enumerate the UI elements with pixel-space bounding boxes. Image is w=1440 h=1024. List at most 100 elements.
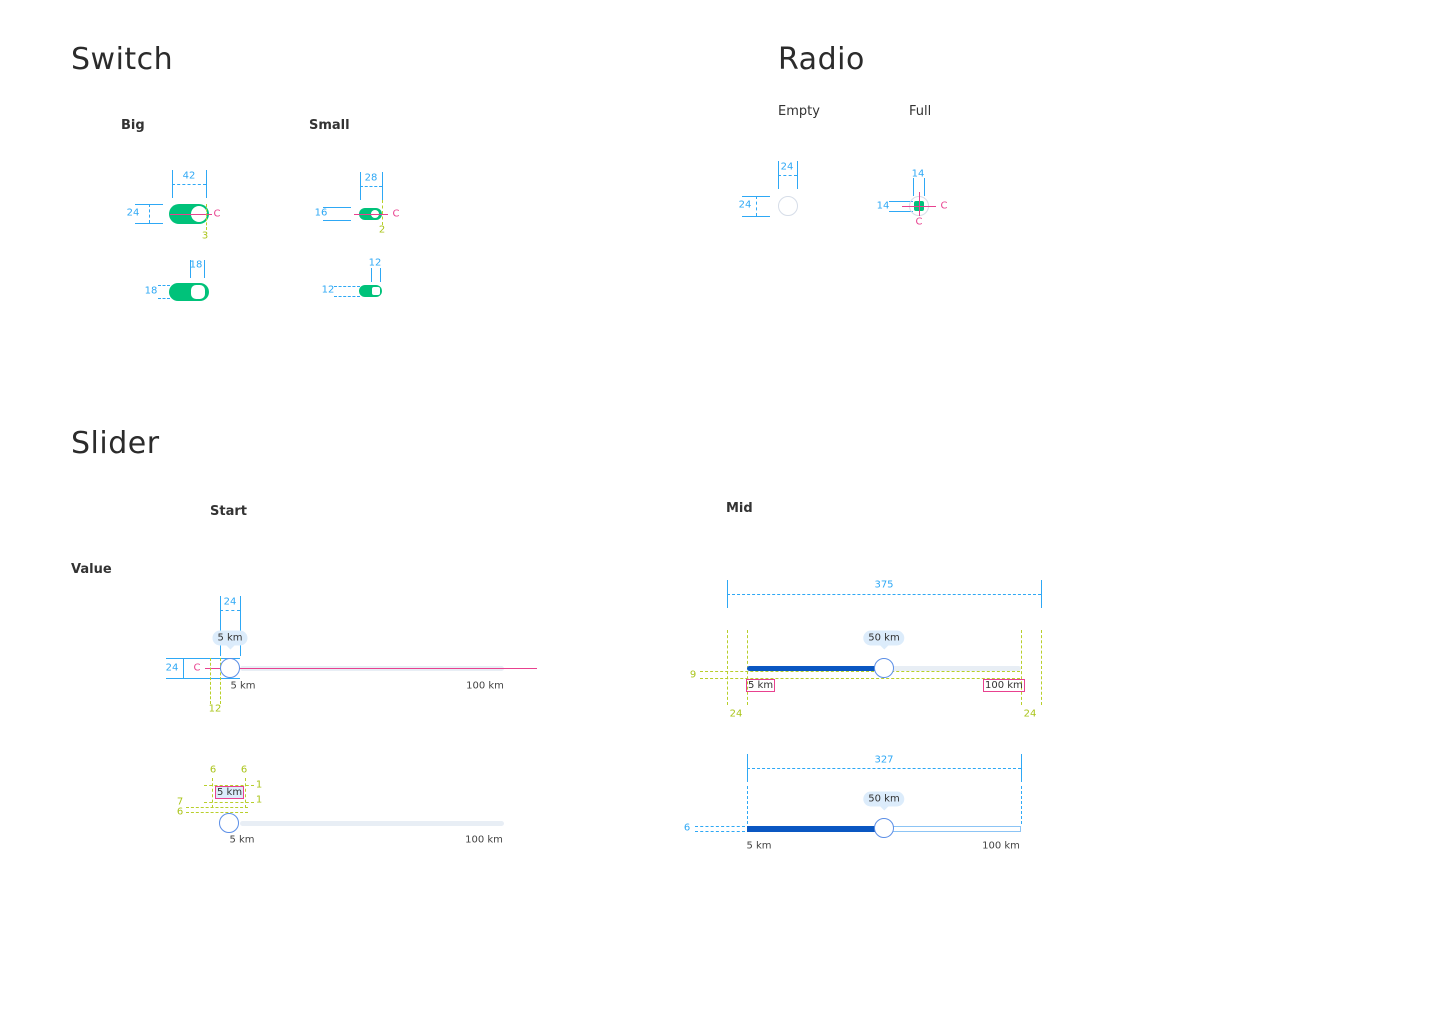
dim-line	[889, 211, 913, 212]
dim-line	[166, 678, 240, 679]
dim-line	[323, 220, 351, 221]
dim-line	[747, 768, 1021, 769]
slider-thumb[interactable]	[874, 658, 894, 678]
dim-width-label: 42	[182, 170, 196, 182]
center-label: C	[213, 208, 221, 220]
spacing-label: 1	[255, 779, 263, 791]
switch-heading: Switch	[71, 42, 174, 77]
slider-fill	[747, 666, 884, 671]
dim-line	[889, 201, 913, 202]
center-label: C	[915, 216, 923, 228]
radio-heading: Radio	[778, 42, 865, 77]
dim-line	[158, 298, 170, 299]
spacing-line	[220, 658, 221, 704]
spacing-label: 9	[689, 669, 697, 681]
dim-height-label: 24	[126, 207, 140, 219]
dim-line	[797, 161, 798, 189]
slider-max-label: 100 km	[983, 679, 1025, 692]
dim-line	[204, 260, 205, 278]
dim-line	[913, 178, 914, 196]
dim-line	[747, 786, 748, 824]
spacing-line	[382, 200, 383, 225]
dim-line	[172, 184, 206, 185]
spacing-line	[245, 778, 246, 808]
slider-min-label: 5 km	[746, 840, 772, 852]
spacing-label: 24	[729, 708, 743, 720]
spacing-label: 1	[255, 794, 263, 806]
center-line	[205, 668, 537, 669]
slider-tooltip: 5 km	[212, 630, 248, 650]
slider-min-label: 5 km	[230, 680, 256, 692]
slider-tooltip: 5 km	[215, 786, 245, 799]
slider-track	[240, 821, 504, 826]
dim-line	[334, 286, 360, 287]
dim-line	[183, 658, 184, 678]
radio-full-label: Full	[909, 104, 932, 119]
dim-line	[323, 207, 351, 208]
slider-fill	[747, 826, 884, 832]
dim-line	[695, 826, 745, 827]
spacing-label: 6	[209, 764, 217, 776]
slider-tooltip: 50 km	[863, 630, 905, 650]
dim-line	[756, 196, 757, 216]
center-label: C	[193, 662, 201, 674]
center-line	[919, 192, 920, 216]
spacing-line	[204, 785, 254, 786]
spacing-label: 3	[201, 230, 209, 242]
dim-line	[380, 268, 381, 282]
dim-height-label: 24	[738, 199, 752, 211]
slider-start-label: Start	[210, 504, 247, 519]
radio-empty-label: Empty	[778, 104, 820, 119]
dim-line	[166, 658, 240, 659]
dim-line	[220, 596, 221, 656]
spacing-label: 7	[176, 796, 184, 808]
slider-value-label: Value	[71, 562, 112, 577]
center-line	[354, 214, 388, 215]
slider-thumb[interactable]	[874, 818, 894, 838]
dim-height-label: 16	[314, 207, 328, 219]
dim-width-label: 28	[364, 172, 378, 184]
spacing-label: 12	[208, 703, 222, 715]
dim-line	[382, 172, 383, 200]
dim-line	[220, 610, 240, 611]
switch-small-label: Small	[309, 118, 350, 133]
dim-line	[778, 175, 797, 176]
spacing-line	[186, 812, 248, 813]
dim-knob-label: 18	[189, 259, 203, 271]
slider-thumb[interactable]	[220, 658, 240, 678]
dim-line	[360, 186, 382, 187]
spacing-line	[1041, 630, 1042, 705]
center-label: C	[940, 200, 948, 212]
dim-line	[1021, 786, 1022, 824]
spacing-line	[1021, 630, 1022, 705]
dim-line	[334, 296, 360, 297]
slider-min-label: 5 km	[746, 679, 776, 692]
spacing-line	[186, 807, 248, 808]
dim-line	[727, 594, 1041, 595]
center-line	[170, 214, 212, 215]
switch-knob	[191, 285, 205, 299]
slider-max-label: 100 km	[466, 680, 504, 692]
slider-heading: Slider	[71, 426, 160, 461]
slider-tooltip: 50 km	[863, 791, 905, 811]
dim-line	[158, 285, 170, 286]
dim-line	[149, 204, 150, 223]
slider-mid-label: Mid	[726, 501, 753, 516]
dim-width-label: 375	[874, 579, 894, 591]
dim-height-label: 24	[165, 662, 179, 674]
dim-width-label: 14	[911, 168, 925, 180]
dim-line	[190, 260, 191, 278]
dim-width-label: 327	[874, 754, 894, 766]
spacing-label: 6	[240, 764, 248, 776]
dim-knob-label: 12	[368, 257, 382, 269]
spacing-line	[206, 204, 207, 230]
slider-max-label: 100 km	[465, 834, 503, 846]
dim-line	[924, 178, 925, 196]
switch-big-label: Big	[121, 118, 145, 133]
dim-height-label: 6	[683, 822, 691, 834]
dim-height-label: 14	[876, 200, 890, 212]
slider-thumb[interactable]	[219, 813, 239, 833]
spacing-line	[204, 802, 254, 803]
dim-width-label: 24	[780, 161, 794, 173]
dim-width-label: 24	[223, 596, 237, 608]
